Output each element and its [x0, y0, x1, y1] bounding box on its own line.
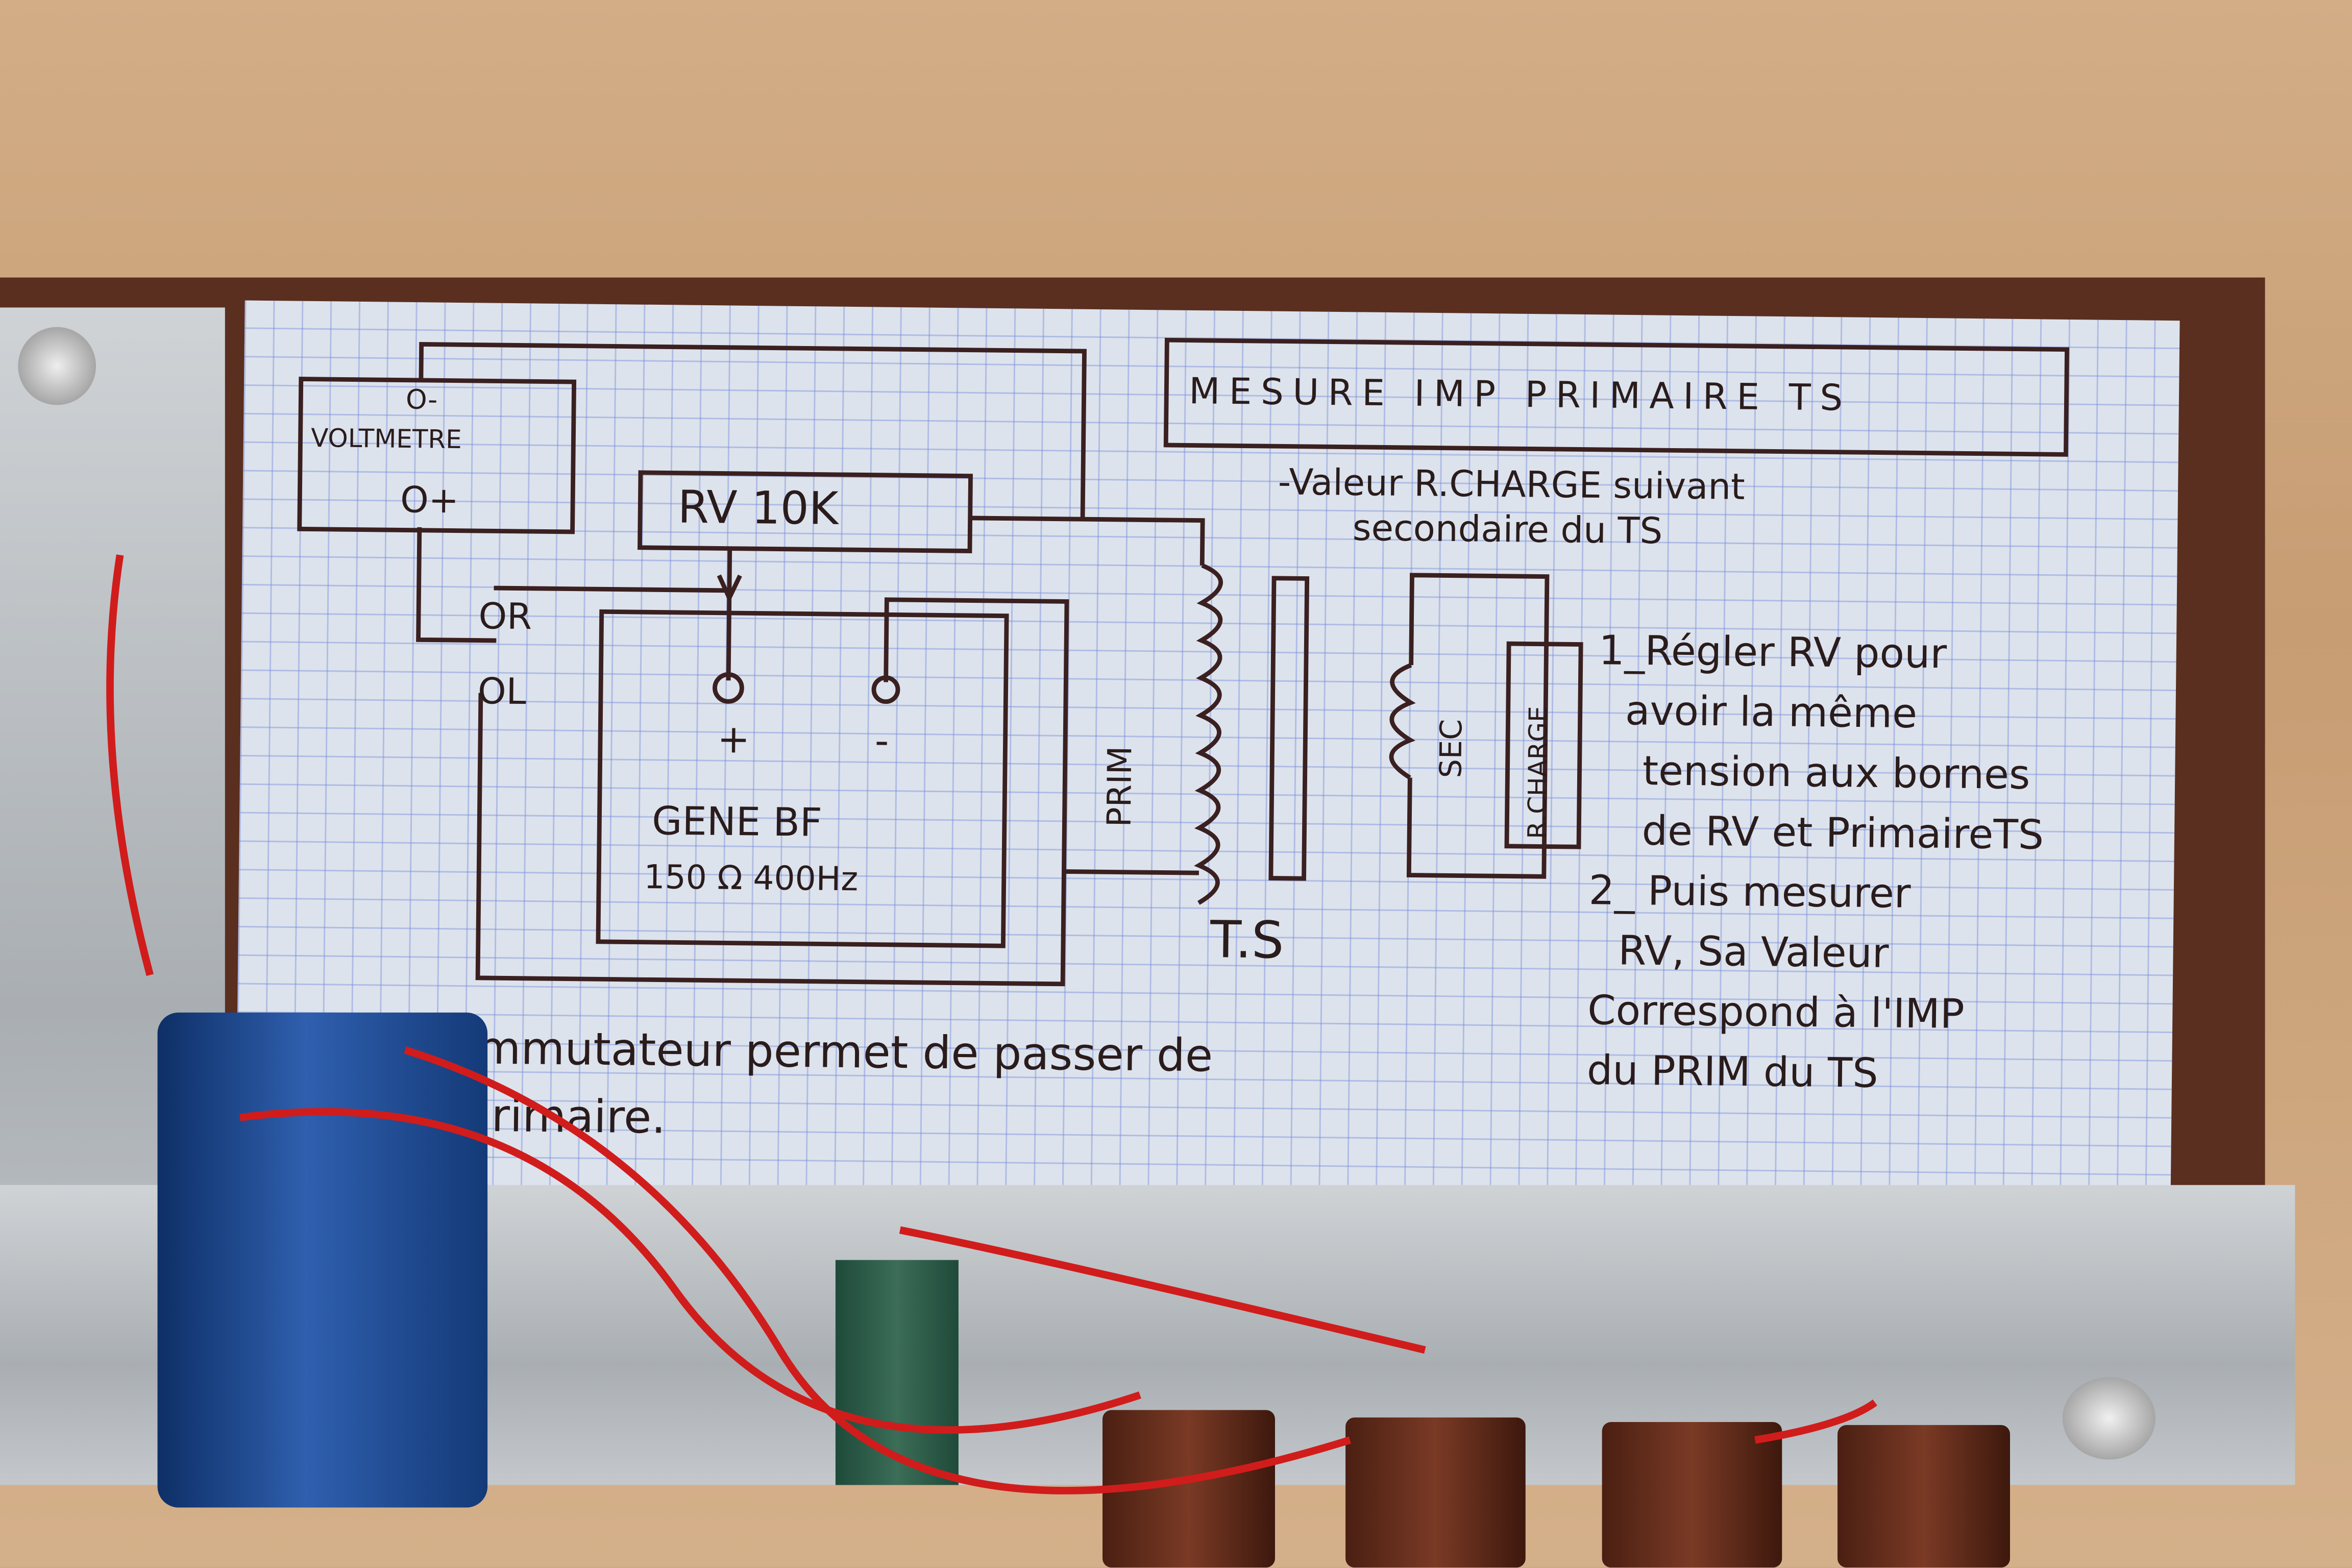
- potentiometer[interactable]: [157, 1012, 488, 1508]
- load-resistor: [1504, 641, 1583, 849]
- screw-icon: [18, 327, 96, 405]
- toggle-switch[interactable]: [835, 1260, 959, 1485]
- generator-box: [596, 609, 1009, 948]
- screw-icon: [2062, 1377, 2156, 1460]
- terminal-post[interactable]: [1602, 1422, 1782, 1568]
- voltmeter-box: [297, 377, 577, 534]
- terminal-post[interactable]: [1837, 1425, 2010, 1568]
- schematic-drawing: [297, 337, 2070, 987]
- terminal-post[interactable]: [1345, 1417, 1526, 1568]
- schematic-paper: MESURE IMP PRIMAIRE TS -Valeur R.CHARGE …: [235, 300, 2180, 1239]
- rv-box: [638, 470, 973, 553]
